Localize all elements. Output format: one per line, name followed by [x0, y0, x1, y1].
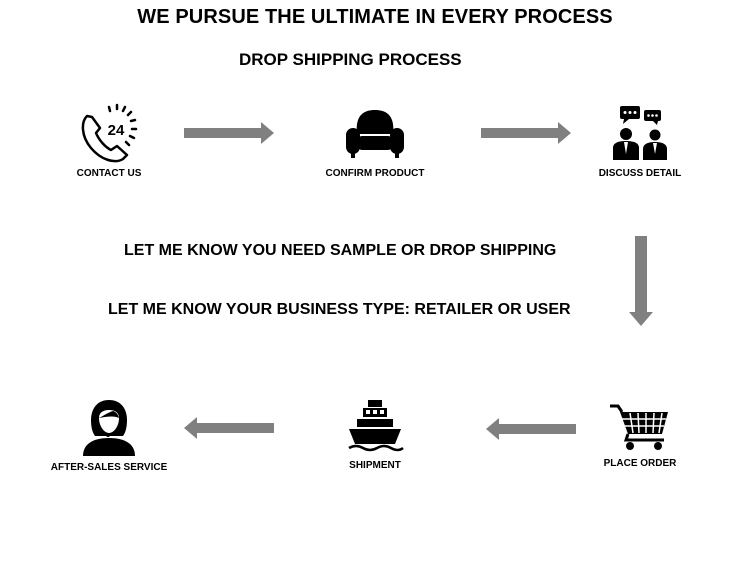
- arrow-left-icon: [184, 417, 274, 439]
- step-contact-us: 24 CONTACT US: [34, 102, 184, 179]
- step-after-sales-service: AFTER-SALES SERVICE: [34, 398, 184, 473]
- support-agent-icon: [83, 400, 135, 456]
- step-label: SHIPMENT: [349, 460, 401, 471]
- step-shipment: SHIPMENT: [300, 398, 450, 471]
- step-confirm-product: CONFIRM PRODUCT: [300, 104, 450, 179]
- phone-24-icon: 24: [81, 103, 138, 163]
- step-place-order: PLACE ORDER: [565, 402, 715, 469]
- step-label: CONTACT US: [76, 168, 142, 179]
- step-label: AFTER-SALES SERVICE: [50, 462, 168, 473]
- step-label: CONFIRM PRODUCT: [325, 168, 425, 179]
- phone-badge-text: 24: [108, 122, 125, 139]
- process-subtitle: DROP SHIPPING PROCESS: [239, 50, 462, 69]
- arrow-left-icon: [486, 418, 576, 440]
- step-label: DISCUSS DETAIL: [598, 168, 682, 179]
- note-sample-or-drop-shipping: LET ME KNOW YOU NEED SAMPLE OR DROP SHIP…: [124, 242, 557, 259]
- note-business-type: LET ME KNOW YOUR BUSINESS TYPE: RETAILER…: [108, 301, 571, 318]
- page-title: WE PURSUE THE ULTIMATE IN EVERY PROCESS: [137, 6, 613, 28]
- arrow-down-icon: [629, 236, 653, 326]
- sofa-icon: [346, 110, 404, 158]
- ship-icon: [348, 400, 404, 452]
- step-label: PLACE ORDER: [603, 458, 677, 469]
- arrow-right-icon: [184, 122, 274, 144]
- cart-icon: [610, 404, 668, 450]
- step-discuss-detail: DISCUSS DETAIL: [565, 104, 715, 179]
- arrow-right-icon: [481, 122, 571, 144]
- meeting-icon: [613, 106, 667, 160]
